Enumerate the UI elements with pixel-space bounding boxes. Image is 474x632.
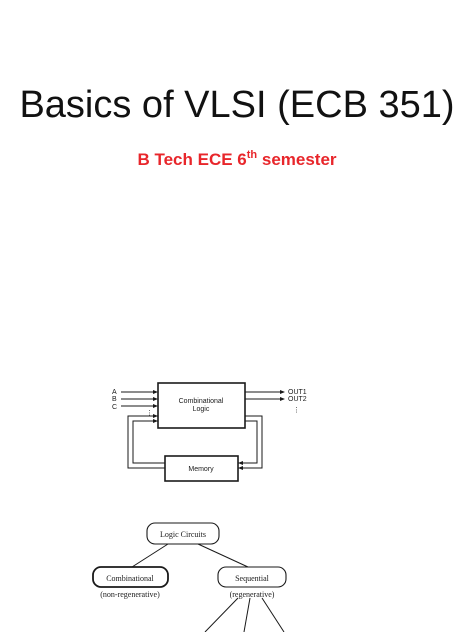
tree-sequential-label: Sequential (235, 574, 270, 583)
slide-subtitle: B Tech ECE 6th semester (0, 148, 474, 172)
tree-branches (131, 543, 285, 632)
output-lines (245, 391, 284, 400)
output-ellipsis: ⋮ (293, 407, 300, 414)
feedback-loop (127, 415, 263, 469)
input-lines (121, 391, 157, 407)
subtitle-end: semester (257, 150, 337, 169)
subtitle-superscript: th (246, 149, 258, 161)
slide-title: Basics of VLSI (ECB 351) (19, 84, 455, 126)
combinational-block-label-line1: Combinational (179, 398, 224, 405)
feedback-arrows (153, 414, 243, 470)
combinational-block-label-line2: Logic (193, 406, 210, 413)
tree-root-label: Logic Circuits (160, 530, 206, 539)
output-label-out2: OUT2 (288, 396, 307, 403)
tree-sequential-note: (regenerative) (230, 590, 275, 599)
sequential-circuit-diagram: A B C ⋮ Combinational Logic (112, 382, 307, 482)
subtitle-main: B Tech ECE 6 (137, 150, 247, 169)
tree-combinational-node (92, 566, 169, 588)
input-label-c: C (112, 404, 117, 411)
memory-block (164, 455, 239, 482)
tree-sequential-node (217, 566, 287, 588)
combinational-logic-block (157, 382, 246, 429)
input-ellipsis: ⋮ (146, 410, 153, 417)
tree-combinational-note: (non-regenerative) (100, 590, 160, 599)
memory-block-label: Memory (188, 466, 214, 473)
input-label-b: B (112, 396, 117, 403)
output-arrows (280, 390, 285, 401)
tree-combinational-label: Combinational (106, 574, 154, 583)
input-arrows (153, 390, 158, 408)
logic-circuits-tree: Logic Circuits Combinational (non-regene… (92, 522, 287, 632)
tree-root-node (146, 522, 220, 545)
output-label-out1: OUT1 (288, 389, 307, 396)
input-label-a: A (112, 389, 117, 396)
